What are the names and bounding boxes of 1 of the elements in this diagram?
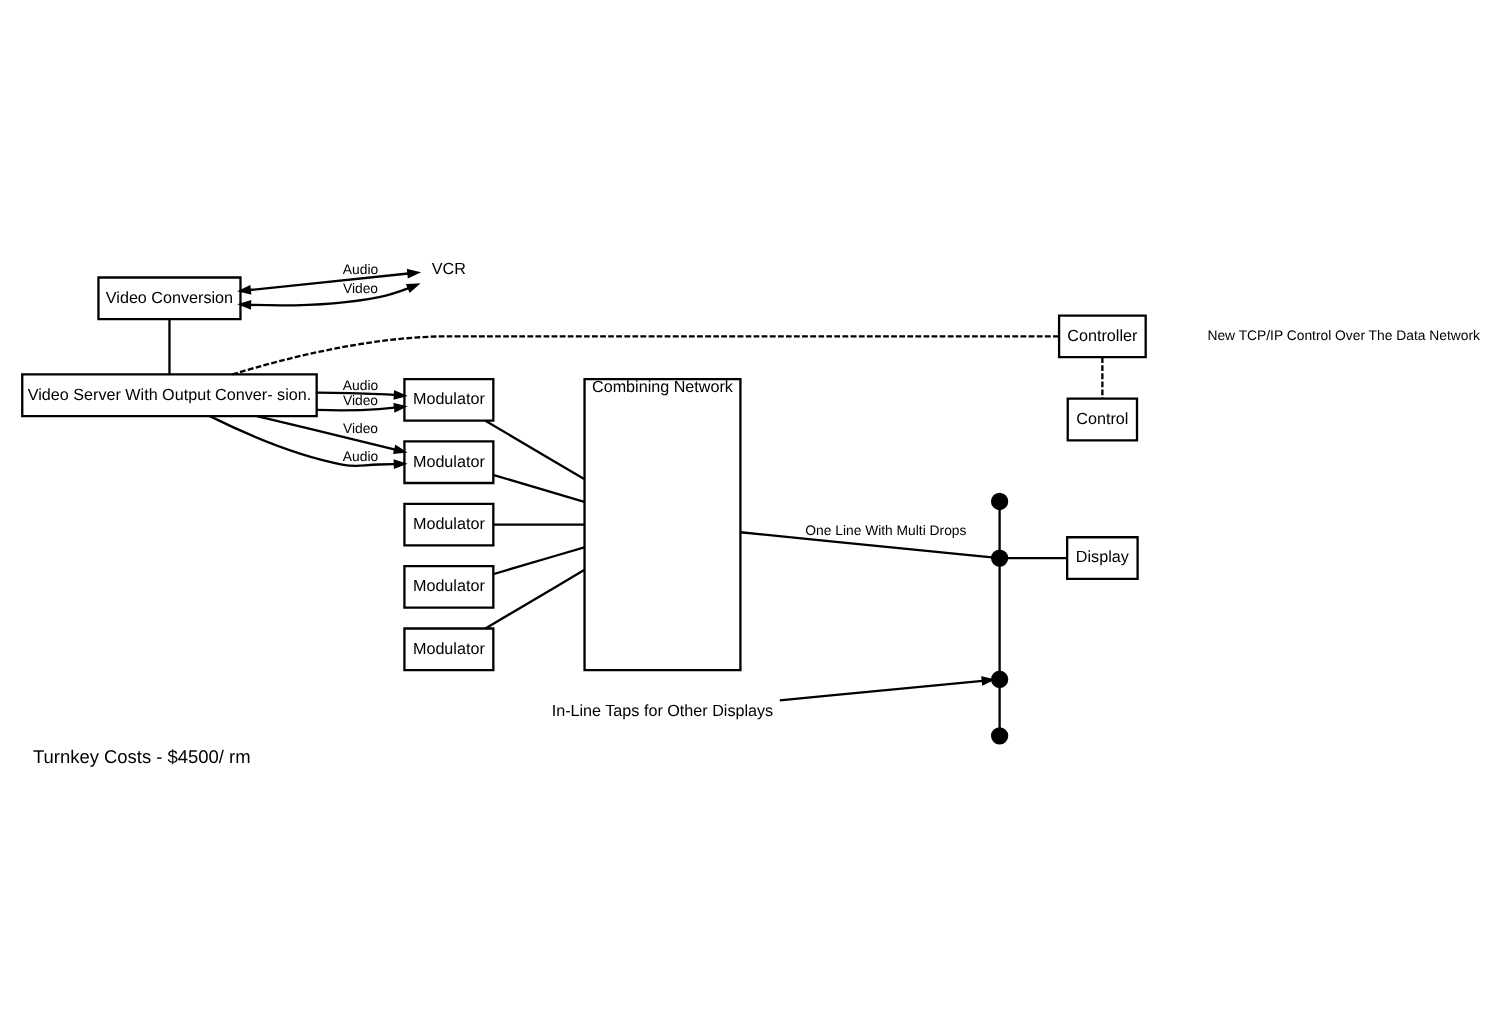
caption: Turnkey Costs - $4500/ rm [32, 746, 251, 767]
